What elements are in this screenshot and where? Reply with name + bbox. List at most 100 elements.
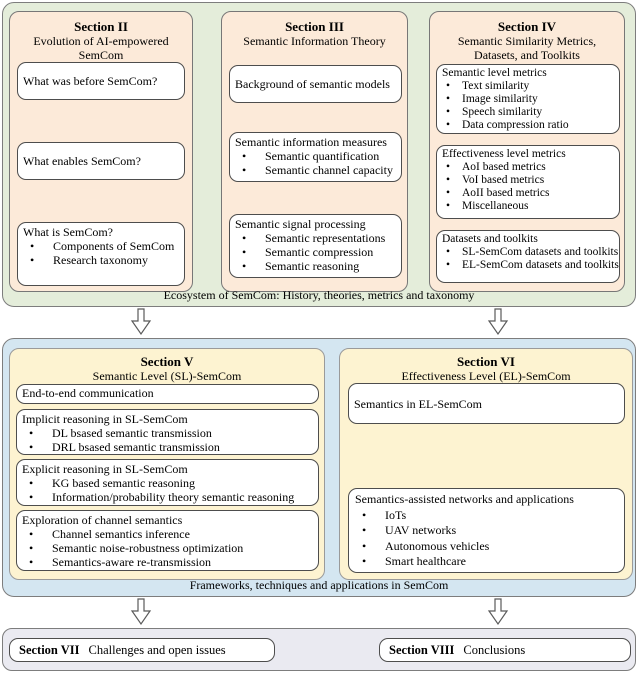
bullet-text: Semantic channel capacity — [265, 163, 393, 177]
bullet-icon: • — [446, 119, 451, 131]
bullet-icon: • — [29, 426, 34, 440]
bullet-text: Semantic noise-robustness optimization — [52, 541, 244, 555]
section-title: Section IV — [497, 19, 557, 34]
section-title: Section VII — [19, 642, 80, 657]
topic-title: Semantics in EL-SemCom — [354, 396, 482, 411]
bullet-item: • Text similarity — [442, 80, 614, 93]
bullet-item: • Semantics-aware re-transmission — [22, 555, 313, 569]
topic-box: Semantics in EL-SemCom — [348, 383, 625, 424]
bullet-icon: • — [29, 490, 34, 504]
bullet-item: • Semantic quantification — [235, 149, 396, 163]
topic-title: Effectiveness level metrics — [442, 148, 566, 160]
topic-box: Explicit reasoning in SL-SemCom • KG bas… — [16, 459, 319, 506]
topic-box: What was before SemCom? — [17, 62, 185, 100]
bullet-text: EL-SemCom datasets and toolkits — [462, 259, 619, 271]
bullet-item: • KG based semantic reasoning — [22, 476, 313, 490]
frameworks-caption: Frameworks, techniques and applications … — [189, 578, 449, 592]
frameworks-group: Section V Semantic Level (SL)-SemCom End… — [2, 338, 636, 597]
bullet-text: KG based semantic reasoning — [52, 476, 195, 490]
topic-box: End-to-end communication — [16, 384, 319, 404]
bullet-text: DL bsased semantic transmission — [52, 426, 212, 440]
bullet-item: • Smart healthcare — [355, 554, 618, 570]
bullet-icon: • — [29, 440, 34, 454]
topic-box: What is SemCom? • Components of SemCom •… — [17, 222, 185, 286]
conclusion-group: Section VII Challenges and open issues S… — [2, 628, 636, 671]
bullet-item: • Semantic compression — [235, 245, 396, 259]
bullet-text: Semantic quantification — [265, 149, 380, 163]
section-title: Section VIII — [389, 642, 455, 657]
bullet-item: • VoI based metrics — [442, 174, 614, 187]
topic-title: Datasets and toolkits — [442, 233, 538, 245]
bullet-item: • Components of SemCom — [23, 239, 179, 253]
topic-title: Explicit reasoning in SL-SemCom — [22, 462, 188, 476]
section-title: Section V — [140, 354, 194, 369]
bullet-text: Autonomous vehicles — [385, 538, 490, 553]
bullet-icon: • — [362, 554, 367, 568]
topic-box: Semantic signal processing • Semantic re… — [229, 214, 402, 278]
bullet-item: • DL bsased semantic transmission — [22, 426, 313, 440]
section-iv-panel: Section IV Semantic Similarity Metrics, … — [429, 11, 625, 292]
bullet-item: • Semantic reasoning — [235, 259, 396, 273]
topic-box: Datasets and toolkits • SL-SemCom datase… — [436, 230, 620, 283]
topic-title: Semantics-assisted networks and applicat… — [355, 492, 574, 506]
bullet-icon: • — [446, 246, 451, 258]
bullet-item: • Speech similarity — [442, 106, 614, 119]
topic-title: Implicit reasoning in SL-SemCom — [22, 412, 188, 426]
bullet-icon: • — [446, 161, 451, 173]
bullet-icon: • — [446, 259, 451, 271]
bullet-item: • EL-SemCom datasets and toolkits — [442, 259, 619, 272]
down-arrow-icon — [130, 308, 152, 336]
bullet-item: • Image similarity — [442, 93, 614, 106]
bullet-icon: • — [362, 538, 367, 553]
topic-box: Semantics-assisted networks and applicat… — [348, 488, 625, 573]
bullet-text: SL-SemCom datasets and toolkits — [462, 246, 619, 258]
topic-box: What enables SemCom? — [17, 142, 185, 180]
ecosystem-caption: Ecosystem of SemCom: History, theories, … — [163, 288, 475, 302]
bullet-icon: • — [29, 527, 34, 541]
bullet-text: Image similarity — [462, 93, 538, 105]
bullet-text: Speech similarity — [462, 106, 543, 118]
section-vi-panel: Section VI Effectiveness Level (EL)-SemC… — [339, 348, 633, 580]
bullet-icon: • — [242, 231, 247, 245]
bullet-icon: • — [242, 163, 247, 177]
section-viii-box: Section VIII Conclusions — [379, 638, 631, 662]
bullet-text: Semantics-aware re-transmission — [52, 555, 211, 569]
bullet-icon: • — [29, 541, 34, 555]
bullet-text: Semantic representations — [265, 231, 386, 245]
topic-title: Exploration of channel semantics — [22, 513, 183, 527]
down-arrow-icon — [130, 598, 152, 626]
bullet-text: Components of SemCom — [53, 239, 175, 253]
bullet-icon: • — [242, 245, 247, 259]
bullet-item: • Autonomous vehicles — [355, 539, 618, 555]
ecosystem-group: Section II Evolution of AI-empowered Sem… — [2, 2, 636, 307]
bullet-text: Information/probability theory semantic … — [52, 490, 295, 504]
section-ii-panel: Section II Evolution of AI-empowered Sem… — [9, 11, 193, 292]
section-subtitle: Semantic Level (SL)-SemCom — [92, 369, 242, 383]
down-arrow-icon — [487, 308, 509, 336]
bullet-text: Research taxonomy — [53, 253, 148, 267]
section-title: Section II — [74, 19, 128, 34]
topic-box: Effectiveness level metrics • AoI based … — [436, 145, 620, 219]
bullet-item: • Semantic noise-robustness optimization — [22, 541, 313, 555]
section-v-panel: Section V Semantic Level (SL)-SemCom End… — [9, 348, 325, 580]
bullet-item: • SL-SemCom datasets and toolkits — [442, 246, 618, 259]
bullet-text: Semantic compression — [265, 245, 374, 259]
bullet-icon: • — [446, 93, 451, 105]
section-subtitle: Semantic Information Theory — [243, 34, 386, 48]
bullet-item: • AoI based metrics — [442, 161, 614, 174]
section-vii-box: Section VII Challenges and open issues — [9, 638, 275, 662]
section-iii-panel: Section III Semantic Information Theory … — [221, 11, 408, 292]
bullet-icon: • — [362, 523, 367, 537]
section-title: Section III — [285, 19, 344, 34]
bullet-item: • IoTs — [355, 508, 618, 524]
bullet-text: VoI based metrics — [462, 174, 545, 186]
section-subtitle: Effectiveness Level (EL)-SemCom — [401, 369, 571, 383]
bullet-item: • Data compression ratio — [442, 119, 614, 132]
bullet-text: Text similarity — [462, 80, 530, 92]
bullet-text: AoII based metrics — [462, 187, 550, 199]
bullet-text: Miscellaneous — [462, 200, 529, 212]
bullet-icon: • — [446, 187, 451, 199]
bullet-icon: • — [242, 259, 247, 273]
bullet-icon: • — [446, 174, 451, 186]
topic-title: What was before SemCom? — [23, 74, 158, 88]
